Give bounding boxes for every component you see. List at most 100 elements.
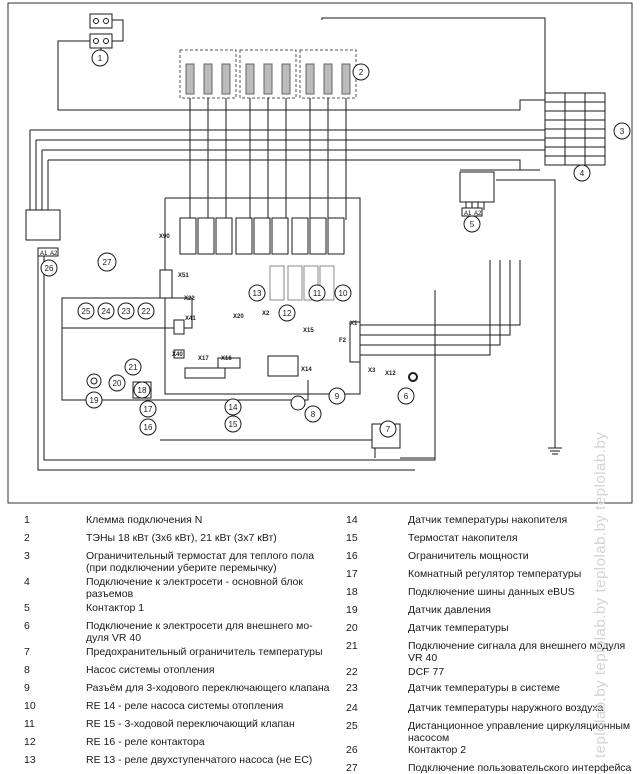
- callout-24: 24: [102, 307, 111, 316]
- legend-text-5: Контактор 1: [86, 602, 145, 614]
- contactor-1-a2-label: A2: [474, 211, 482, 217]
- legend-text-8: Насос системы отопления: [86, 664, 215, 676]
- callout-5: 5: [470, 220, 475, 229]
- legend-number-22: 22: [346, 666, 358, 678]
- callout-23: 23: [122, 307, 131, 316]
- legend-number-26: 26: [346, 744, 358, 756]
- wires: [29, 17, 562, 471]
- f2-label: F2: [339, 338, 347, 344]
- legend-number-9: 9: [24, 682, 30, 694]
- legend-number-11: 11: [24, 718, 35, 730]
- callout-13: 13: [253, 289, 262, 298]
- legend-number-18: 18: [346, 586, 358, 598]
- legend-text-4: Подключение к электросети - основной бло…: [86, 576, 303, 600]
- callout-8: 8: [311, 410, 316, 419]
- pump: [290, 395, 306, 411]
- callout-10: 10: [339, 289, 348, 298]
- legend-number-25: 25: [346, 720, 358, 732]
- callout-2: 2: [359, 68, 364, 77]
- x20-label: X20: [233, 314, 244, 320]
- x12-ring: [408, 372, 418, 382]
- x3-label: X3: [368, 368, 376, 374]
- legend-text-15: Термостат накопителя: [408, 532, 518, 544]
- legend-text-1: Клемма подключения N: [86, 514, 203, 526]
- legend-number-5: 5: [24, 602, 30, 614]
- x1-label: X1: [350, 321, 358, 327]
- pressure-sensor: [86, 373, 102, 389]
- callout-25: 25: [82, 307, 91, 316]
- legend-number-19: 19: [346, 604, 358, 616]
- legend-text-22: DCF 77: [408, 666, 445, 678]
- x16-label: X16: [221, 356, 232, 362]
- legend-number-2: 2: [24, 532, 30, 544]
- callout-20: 20: [113, 379, 122, 388]
- callout-numbers: 1 2 3 4 5 6 7 8 9 10 11 12 13 14 15 16 1…: [45, 54, 625, 434]
- legend-number-8: 8: [24, 664, 30, 676]
- callout-22: 22: [142, 307, 151, 316]
- callout-6: 6: [404, 392, 409, 401]
- legend-number-10: 10: [24, 700, 36, 712]
- n-terminal: [89, 13, 113, 49]
- legend-text-23: Датчик температуры в системе: [408, 682, 560, 694]
- callout-19: 19: [90, 396, 99, 405]
- x51-label: X51: [178, 273, 189, 279]
- legend-number-21: 21: [346, 640, 358, 652]
- relay-row: [179, 217, 345, 255]
- x2-label: X2: [262, 311, 270, 317]
- legend-number-17: 17: [346, 568, 358, 580]
- callout-12: 12: [283, 309, 292, 318]
- legend-text-18: Подключение шины данных eBUS: [408, 586, 575, 598]
- callout-16: 16: [144, 423, 153, 432]
- callout-27: 27: [103, 258, 112, 267]
- legend-text-3: Ограничительный термостат для теплого по…: [86, 550, 315, 574]
- callout-4: 4: [580, 169, 585, 178]
- legend-text-13: RE 13 - реле двухступенчатого насоса (не…: [86, 754, 313, 766]
- legend-text-11: RE 15 - 3-ходовой переключающий клапан: [86, 718, 295, 730]
- legend-text-27: Подключение пользовательского интерфейса: [408, 762, 632, 774]
- x22-label: X22: [184, 296, 195, 302]
- legend-number-20: 20: [346, 622, 358, 634]
- legend-text-16: Ограничитель мощности: [408, 550, 529, 562]
- x40-label: X40: [172, 352, 183, 358]
- diagram-frame: [7, 2, 633, 504]
- legend-text-6: Подключение к электросети для внешнего м…: [86, 620, 313, 644]
- wiring-diagram-svg: A1 A2 A1 A2 X90: [7, 2, 633, 504]
- callout-7: 7: [386, 425, 391, 434]
- legend-number-12: 12: [24, 736, 36, 748]
- contactor-2-a1-label: A1: [40, 251, 48, 257]
- contactor-1-a1-label: A1: [464, 211, 472, 217]
- callout-circles: [40, 49, 631, 438]
- legend-text-10: RE 14 - реле насоса системы отопления: [86, 700, 284, 712]
- x41-label: X41: [185, 316, 196, 322]
- legend-text-12: RE 16 - реле контактора: [86, 736, 205, 748]
- x14-label: X14: [301, 367, 312, 373]
- legend-text-17: Комнатный регулятор температуры: [408, 568, 582, 580]
- legend-text-19: Датчик давления: [408, 604, 491, 616]
- legend-text-26: Контактор 2: [408, 744, 467, 756]
- legend-number-1: 1: [24, 514, 30, 526]
- contactor-1: [459, 171, 495, 217]
- legend-number-13: 13: [24, 754, 36, 766]
- callout-3: 3: [620, 127, 625, 136]
- x12-label: X12: [385, 371, 396, 377]
- legend-text-9: Разъём для 3-ходового переключающего кла…: [86, 682, 330, 694]
- legend-number-3: 3: [24, 550, 30, 562]
- legend-number-6: 6: [24, 620, 30, 632]
- legend-text-7: Предохранительный ограничитель температу…: [86, 646, 323, 658]
- legend-number-23: 23: [346, 682, 358, 694]
- mains-terminal-block: [544, 92, 606, 166]
- main-pcb: [61, 197, 361, 395]
- legend-number-4: 4: [24, 576, 30, 588]
- legend-text-14: Датчик температуры накопителя: [408, 514, 568, 526]
- contactor-2-a2-label: A2: [50, 251, 58, 257]
- legend-text-21: Подключение сигнала для внешнего модуля …: [408, 640, 626, 664]
- board-labels: X90 X51 X22 X41 X40 X20 X2 X15 X14 X17 X…: [159, 234, 396, 377]
- callout-26: 26: [45, 264, 54, 273]
- legend-number-15: 15: [346, 532, 358, 544]
- callout-18: 18: [138, 386, 147, 395]
- x15-label: X15: [303, 328, 314, 334]
- callout-1: 1: [98, 54, 103, 63]
- callout-21: 21: [129, 363, 138, 372]
- wiring-diagram: A1 A2 A1 A2 X90: [7, 2, 633, 504]
